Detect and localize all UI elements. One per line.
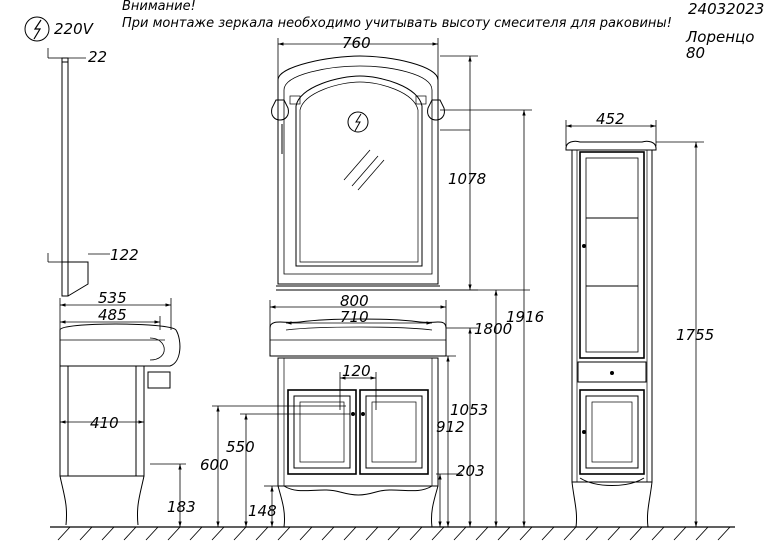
floor-line	[50, 526, 735, 541]
dim-mirror-depth-bottom: 122	[110, 246, 139, 264]
dim-mirror-depth-top: 22	[88, 48, 107, 66]
article-number: 24032023	[688, 0, 765, 18]
dimension-lines-side	[59, 298, 186, 527]
model-size: 80	[686, 44, 706, 62]
dim-side-depth-inner: 485	[98, 306, 127, 324]
dim-mirror-width: 760	[342, 34, 371, 52]
voltage-label: 220V	[54, 20, 95, 38]
dim-side-depth-lower: 410	[90, 414, 119, 432]
dim-height-600: 600	[200, 456, 229, 474]
power-icon	[24, 16, 50, 42]
mirror-front-view	[271, 55, 445, 291]
dim-overall-top-height: 1053	[450, 401, 488, 419]
dim-cabinet-gap: 120	[342, 362, 371, 380]
vanity-side-view	[59, 323, 181, 526]
vanity-front-view	[269, 318, 447, 528]
dimension-lines-vanity	[212, 300, 478, 527]
dim-height-203: 203	[456, 462, 485, 480]
dim-side-depth-total: 535	[98, 289, 127, 307]
dim-mirror-top-height: 1916	[506, 308, 544, 326]
dim-basin-width: 800	[340, 292, 369, 310]
notice-text: При монтаже зеркала необходимо учитывать…	[122, 16, 672, 31]
dim-basin-inner-width: 710	[340, 308, 369, 326]
dim-basin-height: 912	[436, 418, 465, 436]
dimension-lines-column	[565, 120, 704, 527]
dim-column-width: 452	[596, 110, 625, 128]
dim-height-183: 183	[167, 498, 196, 516]
dim-mirror-height: 1078	[448, 170, 486, 188]
dim-height-148: 148	[248, 502, 277, 520]
model-name: Лоренцо	[686, 28, 755, 46]
socket-icon-mirror	[347, 111, 369, 133]
dim-column-height: 1755	[676, 326, 714, 344]
notice-title: Внимание!	[122, 0, 196, 14]
dim-height-550: 550	[226, 438, 255, 456]
dimension-lines-mirror	[277, 38, 532, 527]
column-cabinet-front-view	[565, 140, 657, 528]
dim-mirror-bottom-height: 1800	[474, 320, 512, 338]
mirror-side-view	[47, 48, 110, 297]
